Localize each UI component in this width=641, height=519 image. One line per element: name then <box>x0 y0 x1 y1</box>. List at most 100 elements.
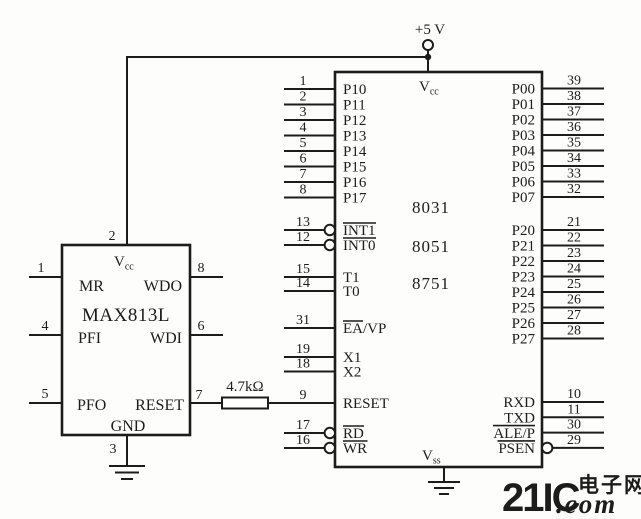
watchdog-pin1-number: 1 <box>38 261 45 276</box>
watchdog-pin7-number: 7 <box>196 388 203 403</box>
pin-number: 24 <box>567 262 581 277</box>
pin-label: P26 <box>512 316 536 332</box>
pin-label: P21 <box>512 239 535 255</box>
watermark-site: 电子网 <box>578 474 641 497</box>
pin-number: 19 <box>296 342 310 357</box>
resistor-value: 4.7kΩ <box>226 379 263 395</box>
watchdog-pin5-number: 5 <box>42 387 49 402</box>
pin-label: P07 <box>512 190 536 206</box>
pin-number: 12 <box>296 230 310 245</box>
mcu-model-8751: 8751 <box>412 274 450 293</box>
pin-number: 2 <box>300 90 307 105</box>
watermark-suffix: .com <box>556 489 617 519</box>
pin-number: 15 <box>296 262 310 277</box>
pin-label: X2 <box>343 365 361 381</box>
pin-number: 17 <box>296 418 310 433</box>
pin-number: 7 <box>300 167 307 182</box>
pin-label: P01 <box>512 97 535 113</box>
pin-number: 30 <box>567 418 581 433</box>
pin-number: 22 <box>567 231 581 246</box>
pin-label: INT1 <box>343 223 376 239</box>
pin-label: P06 <box>512 175 536 191</box>
pin-label: WR <box>343 441 367 457</box>
pin-label: P05 <box>512 159 535 175</box>
pin-label: P03 <box>512 128 535 144</box>
watchdog-wdi-label: WDI <box>150 330 182 347</box>
pin-number: 25 <box>567 277 581 292</box>
pin-number: 6 <box>300 152 307 167</box>
pin-number: 34 <box>567 151 581 166</box>
pin-label: P00 <box>512 82 535 98</box>
mcu-vcc-label: Vcc <box>419 79 439 98</box>
mcu-ground-icon <box>428 466 460 495</box>
pin-number: 18 <box>296 357 310 372</box>
pin-number: 13 <box>296 215 310 230</box>
pin-number: 27 <box>567 308 581 323</box>
pin-label: P17 <box>343 191 367 207</box>
watchdog-gnd-label: GND <box>111 418 146 435</box>
pin-label: ALE/P <box>493 426 535 442</box>
pin-bubble-icon <box>541 441 554 455</box>
pin-label: X1 <box>343 350 361 366</box>
watchdog-pin6-number: 6 <box>198 319 205 334</box>
pin-label: P13 <box>343 129 366 145</box>
watchdog-vcc-label: Vcc <box>114 254 134 273</box>
resistor-body <box>221 396 269 410</box>
pin-label: T1 <box>343 270 360 286</box>
pin-number: 5 <box>300 136 307 151</box>
pin-number: 37 <box>567 105 581 120</box>
pin-number: 32 <box>567 182 581 197</box>
pin-number: 8 <box>300 183 307 198</box>
watchdog-name: MAX813L <box>82 305 170 326</box>
pin-label: PSEN <box>498 441 535 457</box>
pin-number: 14 <box>296 276 310 291</box>
power-label: +5 V <box>415 22 445 38</box>
pin-label: P22 <box>512 254 535 270</box>
pin-label: P04 <box>512 144 536 160</box>
mcu-vss-label: Vss <box>422 448 441 467</box>
mcu-body <box>333 70 544 469</box>
pin-bubble-icon <box>323 223 336 237</box>
pin-number: 3 <box>300 105 307 120</box>
pin-number: 35 <box>567 136 581 151</box>
pin-label: P12 <box>343 113 366 129</box>
pin-number: 38 <box>567 89 581 104</box>
pin-number: 21 <box>567 215 581 230</box>
pin-label: P14 <box>343 144 367 160</box>
watchdog-pin8-number: 8 <box>198 261 205 276</box>
pin-number: 23 <box>567 246 581 261</box>
watchdog-ground-icon <box>109 434 145 480</box>
pin-number: 26 <box>567 293 581 308</box>
pin-bubble-icon <box>323 426 336 440</box>
pin-label: T0 <box>343 284 360 300</box>
pin-label: INT0 <box>343 238 376 254</box>
pin-label: P27 <box>512 332 536 348</box>
watermark-brand: 21IC <box>502 476 580 519</box>
pin-number: 36 <box>567 120 581 135</box>
watchdog-wdo-label: WDO <box>144 278 182 295</box>
pin-label: TXD <box>504 411 535 427</box>
pin-label: EA/VP <box>343 321 386 337</box>
pin-number: 39 <box>567 74 581 89</box>
pin-number: 31 <box>296 313 310 328</box>
watchdog-pfo-label: PFO <box>77 397 106 414</box>
watchdog-mr-label: MR <box>79 278 104 295</box>
pin-number: 1 <box>300 74 307 89</box>
pin-bubble-icon <box>323 441 336 455</box>
pin-label: P02 <box>512 113 535 129</box>
watchdog-pin2-number: 2 <box>109 229 116 244</box>
pin-number: 10 <box>567 387 581 402</box>
pin-label: P20 <box>512 223 535 239</box>
pin-number: 28 <box>567 324 581 339</box>
pin-label: P11 <box>343 98 366 114</box>
watchdog-pin4-number: 4 <box>42 319 49 334</box>
pin-label: RESET <box>343 396 389 412</box>
watchdog-pin3-number: 3 <box>110 442 117 457</box>
pin-label: P23 <box>512 270 535 286</box>
watchdog-pfi-label: PFI <box>78 330 101 347</box>
pin-number: 9 <box>300 388 307 403</box>
mcu-model-8051: 8051 <box>412 237 450 256</box>
pin-bubble-icon <box>323 238 336 252</box>
